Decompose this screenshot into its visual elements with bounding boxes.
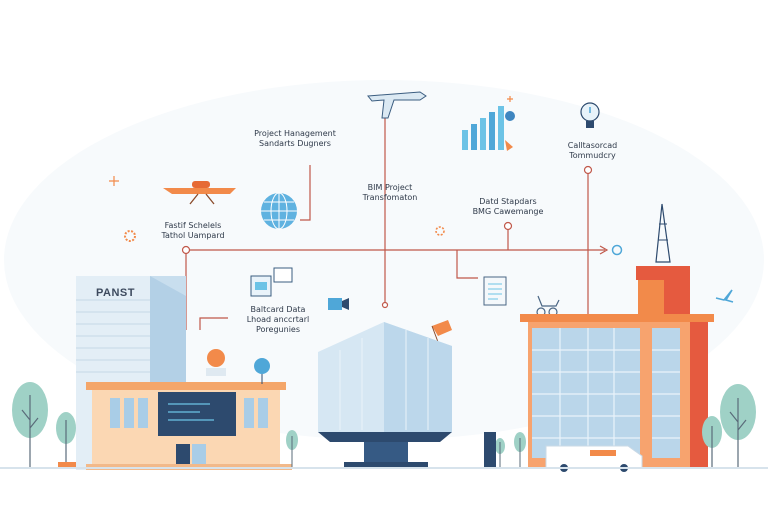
label-project-management: Project Hanagement Sandarts Dugners <box>240 129 350 149</box>
plane-icon <box>367 91 427 119</box>
drone-icon <box>163 181 236 205</box>
label-line: Datd Stapdars <box>479 197 537 206</box>
small-kiosk <box>484 432 496 468</box>
sun-ornament <box>207 349 225 367</box>
document-icon <box>483 276 507 306</box>
building-sign: PANST <box>96 287 135 299</box>
label-line: Lhoad anccrtarl <box>246 315 310 324</box>
globe-icon <box>261 192 297 230</box>
label-line: Tommudcry <box>569 151 616 160</box>
monitor-icon <box>250 267 293 297</box>
arrow-head <box>599 245 609 255</box>
label-field-tablets: Fastif Schelels Tathol Uampard <box>143 221 243 241</box>
center-glass-building <box>318 322 452 468</box>
document-connector <box>456 250 478 279</box>
label-line: Fastif Schelels <box>164 221 222 230</box>
label-line: Calltasorcad <box>567 141 618 150</box>
connector-dot <box>503 221 513 231</box>
bar-chart-icon <box>462 106 515 151</box>
connector-dots <box>181 165 593 309</box>
sparkle-icon <box>109 96 513 186</box>
pm-connector <box>300 165 311 221</box>
label-bim-project: BIM Project Transfomaton <box>345 183 435 203</box>
antenna-tower-icon <box>655 203 671 263</box>
label-line: Poregunies <box>256 325 300 334</box>
label-line: Tathol Uampard <box>161 231 225 240</box>
bird-icon <box>715 289 734 303</box>
label-data-standards: Datd Stapdars BMG Cawemange <box>458 197 558 217</box>
left-low-building <box>86 349 292 470</box>
dashboard-connector <box>199 317 228 330</box>
flag-icon <box>431 320 452 343</box>
right-building <box>520 203 714 468</box>
trees <box>12 382 756 468</box>
label-line: BMG Cawemange <box>472 207 544 216</box>
label-collaboration: Calltasorcad Tommudcry <box>545 141 640 161</box>
lightbulb-icon <box>580 102 600 128</box>
label-line: Baltcard Data <box>250 305 306 314</box>
pin-ornament <box>254 358 270 374</box>
label-line: BIM Project <box>367 183 413 192</box>
connector-dot <box>381 301 389 309</box>
label-line: Sandarts Dugners <box>259 139 331 148</box>
label-line: Project Hanagement <box>254 129 336 138</box>
gear-icon <box>124 230 136 242</box>
connector-dot <box>583 165 593 175</box>
camera-icon <box>328 298 349 310</box>
gear-icon <box>435 226 445 236</box>
display-screen <box>158 392 236 436</box>
label-dashboard-data: Baltcard Data Lhoad anccrtarl Poregunies <box>228 305 328 335</box>
ground-line <box>0 467 768 469</box>
label-line: Transfomaton <box>362 193 418 202</box>
clock-icon <box>611 244 623 256</box>
connector-dot <box>181 245 191 255</box>
